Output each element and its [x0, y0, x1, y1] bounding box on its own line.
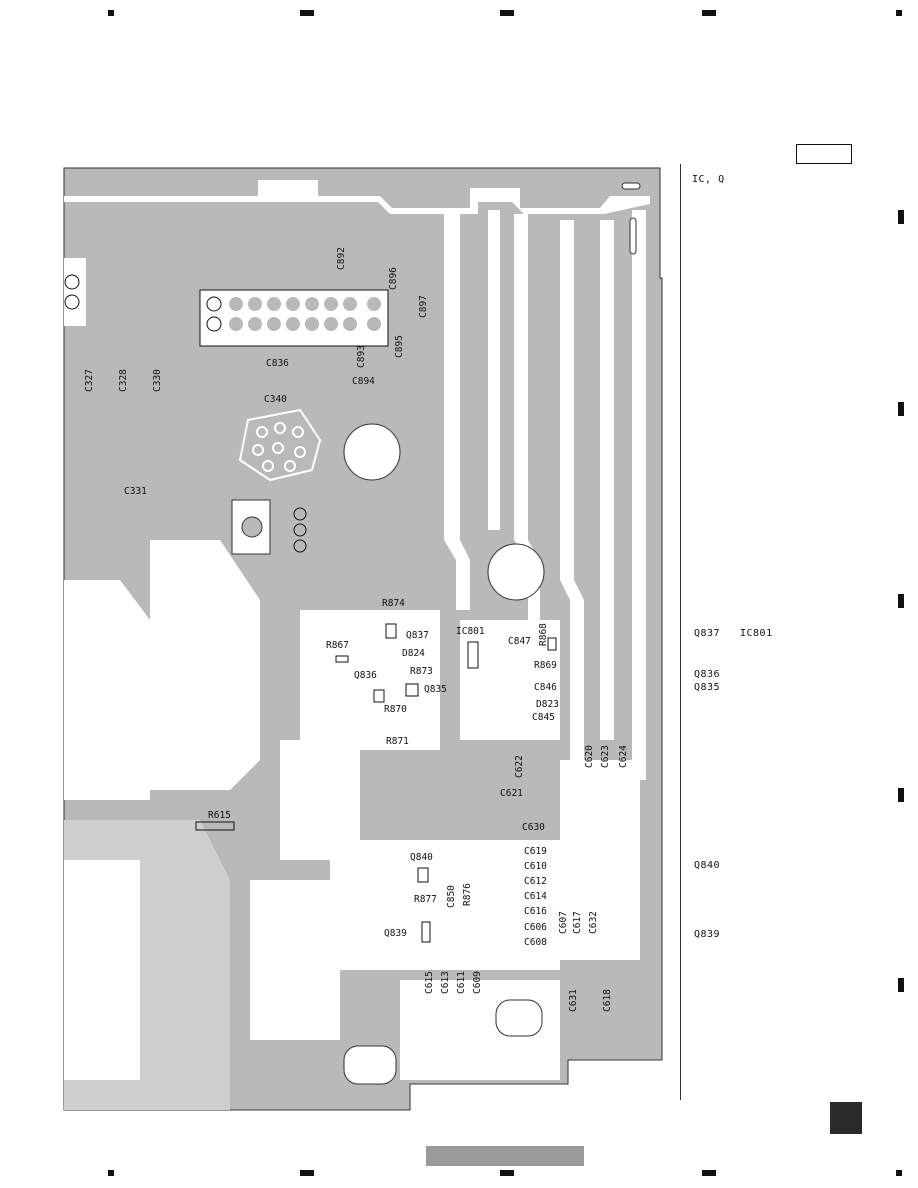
designator-c608: C608	[524, 937, 547, 948]
side-note-ic801: IC801	[740, 628, 773, 639]
designator-c610: C610	[524, 861, 547, 872]
designator-q837b: Q837	[406, 630, 429, 641]
page-corner-tab	[830, 1102, 862, 1134]
designator-r867: R867	[326, 640, 349, 651]
side-note-q839: Q839	[694, 929, 721, 940]
designator-r873: R873	[410, 666, 433, 677]
designator-d824: D824	[402, 648, 425, 659]
designator-c616: C616	[524, 906, 547, 917]
designator-r874: R874	[382, 598, 405, 609]
registration-mark-bottom-3	[500, 1170, 514, 1176]
side-note-q836: Q836	[694, 669, 721, 680]
registration-mark-bottom-1	[108, 1170, 114, 1176]
designator-c330: C330	[152, 369, 163, 392]
registration-mark-top-5	[896, 10, 902, 16]
designator-c612: C612	[524, 876, 547, 887]
designator-c846: C846	[534, 682, 557, 693]
designator-q835b: Q835	[424, 684, 447, 695]
designator-q836b: Q836	[354, 670, 377, 681]
designator-c850: C850	[446, 885, 457, 908]
designator-r877: R877	[414, 894, 437, 905]
designator-q840b: Q840	[410, 852, 433, 863]
large-holes	[231, 182, 641, 1085]
designator-r870: R870	[384, 704, 407, 715]
designator-d823: D823	[536, 699, 559, 710]
designator-c619: C619	[524, 846, 547, 857]
registration-mark-right-1	[898, 210, 904, 224]
designator-c630: C630	[522, 822, 545, 833]
registration-mark-top-3	[500, 10, 514, 16]
designator-q839b: Q839	[384, 928, 407, 939]
designator-r868: R868	[538, 623, 549, 646]
designator-c611: C611	[456, 971, 467, 994]
designator-c327: C327	[84, 369, 95, 392]
side-note-ic-q: IC, Q	[692, 174, 725, 185]
component-outlines	[195, 623, 557, 943]
designator-r876: R876	[462, 883, 473, 906]
registration-mark-bottom-5	[896, 1170, 902, 1176]
regulator-pads	[293, 507, 307, 553]
designator-r869: R869	[534, 660, 557, 671]
registration-mark-top-1	[108, 10, 114, 16]
side-note-q840: Q840	[694, 860, 721, 871]
designator-c621: C621	[500, 788, 523, 799]
designator-c897: C897	[418, 295, 429, 318]
registration-mark-bottom-2	[300, 1170, 314, 1176]
designator-r615: R615	[208, 810, 231, 821]
registration-mark-top-4	[702, 10, 716, 16]
copper-pads	[64, 274, 383, 333]
designator-c340: C340	[264, 394, 287, 405]
designator-c618: C618	[602, 989, 613, 1012]
designator-c624: C624	[618, 745, 629, 768]
header-box	[796, 144, 852, 164]
designator-c893: C893	[356, 345, 367, 368]
designator-c847: C847	[508, 636, 531, 647]
copper-clearances	[64, 180, 650, 1110]
side-note-q837: Q837	[694, 628, 721, 639]
designator-c609: C609	[472, 971, 483, 994]
registration-mark-right-2	[898, 402, 904, 416]
heatsink-pattern	[238, 408, 322, 482]
designator-c617: C617	[572, 911, 583, 934]
designator-c894: C894	[352, 376, 375, 387]
designator-c896: C896	[388, 267, 399, 290]
designator-c606: C606	[524, 922, 547, 933]
registration-mark-bottom-4	[702, 1170, 716, 1176]
registration-mark-right-5	[898, 978, 904, 992]
designator-c620: C620	[584, 745, 595, 768]
designator-c845: C845	[532, 712, 555, 723]
designator-c614: C614	[524, 891, 547, 902]
designator-c328: C328	[118, 369, 129, 392]
side-note-q835: Q835	[694, 682, 721, 693]
designator-c631: C631	[568, 989, 579, 1012]
designator-c632: C632	[588, 911, 599, 934]
registration-mark-top-2	[300, 10, 314, 16]
designator-c613: C613	[440, 971, 451, 994]
designator-c607: C607	[558, 911, 569, 934]
registration-mark-right-3	[898, 594, 904, 608]
designator-r871: R871	[386, 736, 409, 747]
designator-ic801b: IC801	[456, 626, 485, 637]
designator-c892: C892	[336, 247, 347, 270]
page-footer-bar	[426, 1146, 584, 1166]
designator-c615: C615	[424, 971, 435, 994]
margin-divider	[680, 164, 681, 1100]
registration-mark-right-4	[898, 788, 904, 802]
designator-c836: C836	[266, 358, 289, 369]
designator-c331: C331	[124, 486, 147, 497]
designator-c622: C622	[514, 755, 525, 778]
designator-c895: C895	[394, 335, 405, 358]
designator-c623: C623	[600, 745, 611, 768]
